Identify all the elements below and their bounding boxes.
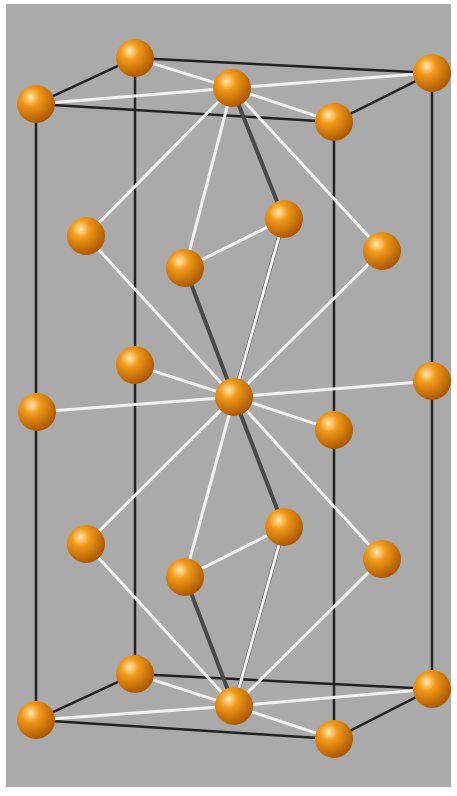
bond-front: [183, 86, 234, 270]
bond-front: [34, 704, 236, 722]
bond-front: [34, 86, 234, 106]
bond-front: [35, 395, 236, 414]
atom-sphere: [17, 85, 55, 123]
bond-front: [232, 249, 384, 399]
atom-sphere: [18, 393, 56, 431]
atom-sphere: [315, 103, 353, 141]
atoms: [17, 39, 451, 758]
atom-sphere: [116, 655, 154, 693]
bond-front: [230, 71, 434, 90]
cell-edge: [133, 672, 434, 691]
bond-front: [232, 557, 384, 708]
bond-back: [230, 86, 286, 221]
bond-front: [232, 217, 286, 399]
atom-sphere: [265, 200, 303, 238]
cell-edge: [133, 56, 434, 75]
bond-front: [230, 86, 384, 253]
atom-sphere: [363, 540, 401, 578]
atom-sphere: [413, 670, 451, 708]
atom-sphere: [116, 39, 154, 77]
bond-front: [84, 395, 236, 546]
atom-sphere: [67, 525, 105, 563]
bond-front: [232, 395, 384, 561]
bond-front: [232, 687, 434, 708]
cell-edge: [34, 718, 336, 741]
atom-sphere: [213, 69, 251, 107]
bond-back: [232, 395, 286, 529]
atom-sphere: [166, 558, 204, 596]
atom-sphere: [265, 508, 303, 546]
atom-sphere: [67, 217, 105, 255]
atom-sphere: [315, 411, 353, 449]
atom-sphere: [363, 232, 401, 270]
bond-front: [183, 395, 236, 579]
cell-edge: [34, 102, 336, 124]
bond-back: [183, 575, 236, 708]
atom-sphere: [116, 346, 154, 384]
bond-front: [84, 542, 236, 708]
atom-sphere: [413, 54, 451, 92]
bond-front: [84, 234, 236, 399]
bond-front: [84, 86, 234, 238]
atom-sphere: [215, 687, 253, 725]
atom-sphere: [17, 701, 55, 739]
atom-sphere: [315, 720, 353, 758]
atom-sphere: [215, 378, 253, 416]
bond-front: [232, 525, 286, 708]
bond-back: [183, 266, 236, 399]
bond-front: [232, 379, 434, 399]
atom-sphere: [166, 249, 204, 287]
atom-sphere: [413, 362, 451, 400]
